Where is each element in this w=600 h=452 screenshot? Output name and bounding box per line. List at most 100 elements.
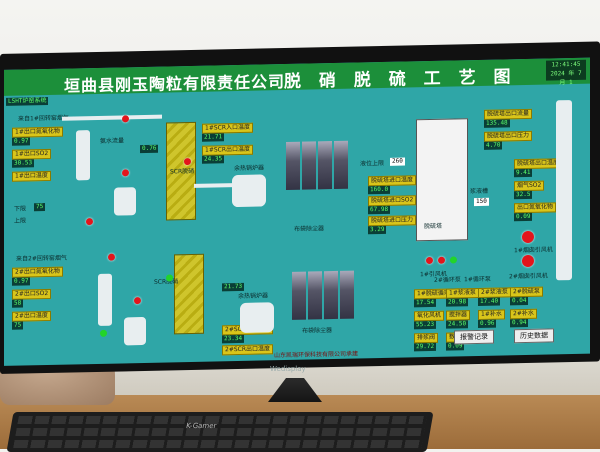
bag-top-label: 布袋除尘器	[294, 225, 325, 233]
metric-val-2: 17.40	[478, 297, 501, 306]
level-label: 液位上限	[360, 159, 385, 168]
scr-top-val-1: 24.35	[202, 155, 225, 164]
left-top-high: 上限	[14, 217, 27, 225]
right-val-1: 4.70	[484, 141, 503, 150]
left-top-val-0: 0.97	[12, 137, 31, 146]
keyboard-row	[17, 416, 427, 424]
valve-indicator-2[interactable]	[134, 297, 141, 305]
tower-label: 脱硫塔	[424, 222, 443, 231]
keyboard: K-Gamer	[6, 412, 434, 452]
history-data-button[interactable]: 历史数据	[514, 328, 554, 344]
metric-label-5: 搅拌器	[446, 310, 471, 321]
right-val-2: 9.41	[514, 168, 533, 178]
company-name: 垣曲县刚玉陶粒有限责任公司	[64, 72, 286, 96]
keyboard-brand: K-Gamer	[185, 422, 218, 430]
left-bottom-tag-0: 2#出口氮氧化物	[12, 266, 63, 278]
title-bar: 垣曲县刚玉陶粒有限责任公司 脱 硝 脱 硫 工 艺 图 12:41:45 202…	[4, 57, 590, 96]
level-value[interactable]: 260	[390, 157, 405, 166]
metric-val-3: 0.04	[510, 296, 529, 306]
pipe-to-boiler	[194, 183, 234, 188]
pump-2-label: 2#循环泵	[434, 276, 461, 284]
mid-tag-1: 脱硫塔进口SO2	[368, 195, 417, 207]
scr-bottom-tag-1: 2#SCR出口温度	[222, 344, 274, 356]
left-top-tag-2: 1#出口温度	[12, 170, 51, 182]
metric-val-8: 29.72	[414, 342, 437, 352]
metric-label-3: 2#脱硫泵	[510, 286, 543, 298]
circ-pump-3[interactable]	[450, 256, 457, 264]
left-top-val-2: 75	[34, 203, 46, 212]
metric-val-7: 0.94	[510, 318, 529, 328]
metric-val-6: 0.96	[478, 319, 497, 328]
pump-indicator[interactable]	[86, 218, 93, 226]
right-tag-3: 烟气SO2	[514, 180, 545, 192]
right-tag-4: 出口氮氧化物	[514, 202, 557, 214]
keyboard-row	[13, 440, 423, 448]
metric-label-7: 2#补水	[510, 308, 537, 320]
tank-label: 浆液槽	[470, 187, 489, 196]
valve-indicator[interactable]	[122, 169, 129, 177]
ammonia-label: 氨水流量	[100, 137, 125, 145]
circ-pump-2[interactable]	[438, 256, 445, 264]
metric-label-8: 排浆阀	[414, 332, 439, 344]
bag-filter-top	[286, 140, 348, 191]
fan-2-label: 2#烟囱引风机	[509, 272, 548, 281]
scr-top-tag-0: 1#SCR入口温度	[202, 122, 254, 134]
boiler-top	[232, 174, 266, 208]
boiler-bottom	[240, 302, 274, 333]
alarm-records-button[interactable]: 报警记录	[454, 329, 494, 345]
mid-val-0: 160.0	[368, 185, 391, 195]
flue-pipe	[62, 114, 162, 121]
mid-val-1: 67.98	[368, 205, 391, 215]
left-bottom-val-1: 58	[12, 299, 24, 308]
cyclone-1	[76, 130, 90, 181]
left-top-caption: LSHT炉窑系统	[6, 96, 49, 106]
fan-indicator[interactable]	[122, 115, 129, 123]
contractor-label: 山东凯瑞环保科技有限公司承建	[274, 350, 359, 360]
fan-2-icon[interactable]	[522, 254, 534, 268]
right-val-0: 135.48	[484, 119, 510, 128]
metric-val-4: 55.23	[414, 320, 437, 330]
fan-1-icon[interactable]	[522, 230, 534, 244]
chimney	[556, 100, 572, 281]
circ-pump-1[interactable]	[426, 256, 433, 265]
metric-val-0: 17.54	[414, 298, 437, 308]
monitor-brand: Wedisplay	[270, 365, 306, 373]
cyclone-2	[98, 273, 112, 326]
scada-screen: 垣曲县刚玉陶粒有限责任公司 脱 硝 脱 硫 工 艺 图 12:41:45 202…	[4, 57, 590, 366]
keyboard-row	[15, 428, 425, 436]
metric-label-4: 氧化风机	[414, 310, 445, 322]
clock-date: 2024 年 7 月 1	[550, 69, 582, 87]
boiler-top-label: 余热锅炉器	[234, 164, 265, 173]
mid-tag-2: 脱硫塔进口压力	[368, 215, 417, 227]
left-top-low: 下限	[14, 205, 27, 213]
scr-top-label: SCR脱硝	[170, 167, 195, 176]
right-tag-0: 脱硫塔出口流量	[484, 108, 533, 120]
pump-label: 1#循环泵	[464, 275, 491, 284]
fan-1-label: 1#烟囱引风机	[514, 246, 553, 255]
left-bottom-source-label: 来自2#回转窑烟气	[16, 254, 67, 263]
process-title: 脱 硝 脱 硫 工 艺 图	[284, 67, 517, 93]
monitor: 垣曲县刚玉陶粒有限责任公司 脱 硝 脱 硫 工 艺 图 12:41:45 202…	[0, 41, 600, 374]
metric-label-6: 1#补水	[478, 309, 505, 320]
bag-bottom-label: 布袋除尘器	[302, 327, 333, 335]
clock-display: 12:41:45 2024 年 7 月 1	[546, 59, 586, 86]
left-bottom-val-0: 0.97	[12, 277, 31, 286]
left-top-tag-0: 1#出口氮氧化物	[12, 126, 63, 138]
pump-indicator-2[interactable]	[100, 329, 107, 337]
scr-top-tag-1: 1#SCR出口温度	[202, 144, 254, 156]
boiler-bottom-label: 余热锅炉器	[238, 292, 269, 301]
mid-tag-0: 脱硫塔进口温度	[368, 175, 417, 187]
mid-val-2: 3.29	[368, 225, 387, 235]
bag-filter-bottom	[292, 270, 354, 320]
ammonia-value: 0.76	[140, 144, 159, 154]
tank-value[interactable]: 150	[474, 197, 489, 207]
right-tag-1: 脱硫塔出口压力	[484, 130, 533, 142]
scr-top-val-0: 21.71	[202, 133, 225, 142]
left-bottom-tag-2: 2#出口温度	[12, 310, 51, 322]
tank-2	[124, 316, 146, 346]
left-top-tag-1: 1#出口SO2	[12, 148, 52, 160]
fan-indicator-2[interactable]	[108, 253, 115, 261]
right-val-3: 32.5	[514, 190, 533, 200]
scr-reactor-bottom	[174, 253, 204, 335]
scr-bottom-val-0: 23.34	[222, 334, 245, 344]
